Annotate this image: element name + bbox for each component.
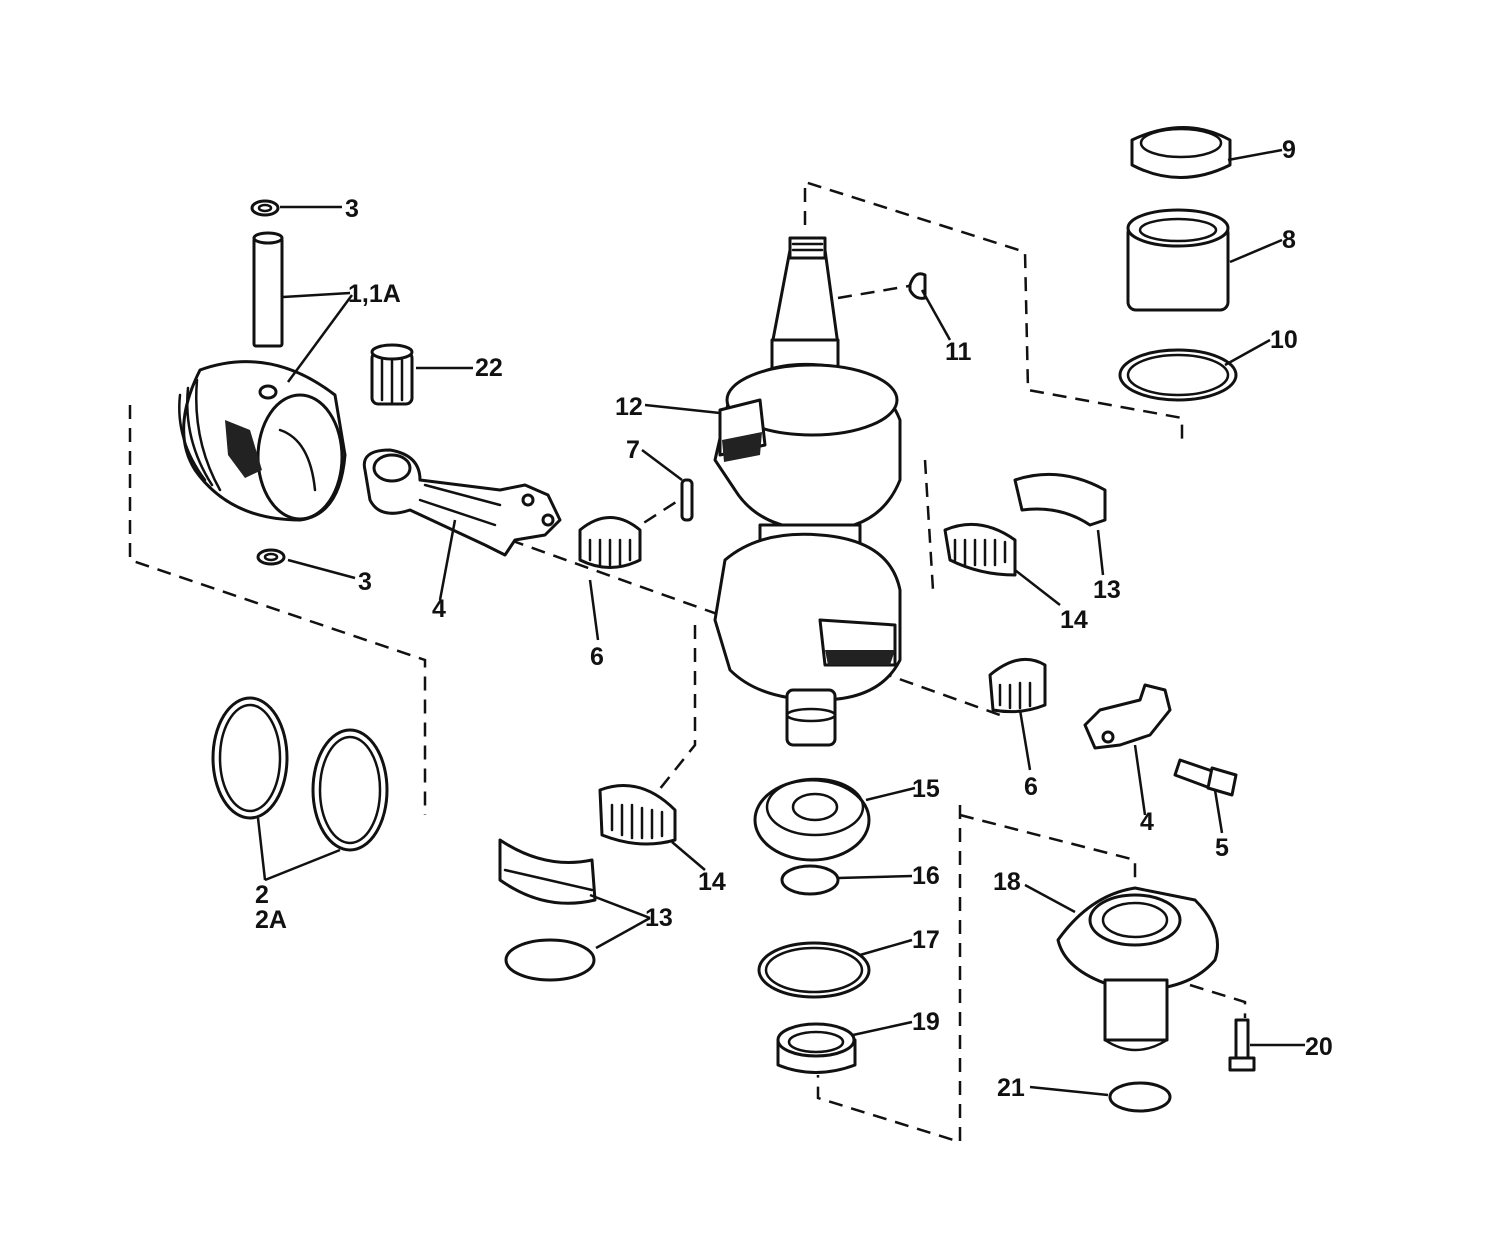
connecting-rod xyxy=(362,448,562,557)
crankshaft xyxy=(713,236,902,747)
seal xyxy=(776,1022,857,1074)
callout-7: 7 xyxy=(626,436,640,464)
callout-5: 5 xyxy=(1215,834,1229,862)
bearing-race-half-lower-left xyxy=(498,838,597,905)
callout-8: 8 xyxy=(1282,226,1296,254)
connecting-rod-cap xyxy=(1083,683,1172,750)
callout-12: 12 xyxy=(615,393,643,421)
ball-bearing xyxy=(753,777,871,862)
bearing-cage-right-top xyxy=(943,522,1017,577)
callout-3-bottom: 3 xyxy=(358,568,372,596)
bearing-race-half-right-top xyxy=(1013,472,1107,527)
callout-4-left: 4 xyxy=(432,595,446,623)
callout-labels: 3 1,1A 22 3 4 2 2A 9 8 10 11 12 7 6 13 1… xyxy=(255,136,1333,1102)
housing-screw xyxy=(1228,1018,1256,1072)
needle-bearing-small-end xyxy=(370,343,414,406)
callout-6-right: 6 xyxy=(1024,773,1038,801)
callout-22: 22 xyxy=(475,354,503,382)
callout-2: 2 xyxy=(255,881,269,909)
callout-20: 20 xyxy=(1305,1033,1333,1061)
o-ring-large xyxy=(757,941,871,999)
woodruff-key xyxy=(908,272,927,300)
callout-2a: 2A xyxy=(255,906,287,934)
piston-ring-2 xyxy=(311,728,389,852)
lower-bearing-housing xyxy=(1056,886,1219,1052)
roller-bearing-top xyxy=(1126,208,1230,312)
callout-14-right: 14 xyxy=(1060,606,1088,634)
callout-19: 19 xyxy=(912,1008,940,1036)
callout-17: 17 xyxy=(912,926,940,954)
callout-10: 10 xyxy=(1270,326,1298,354)
callout-9: 9 xyxy=(1282,136,1296,164)
callout-14-lower: 14 xyxy=(698,868,726,896)
callout-4-right: 4 xyxy=(1140,808,1154,836)
callout-6-left: 6 xyxy=(590,643,604,671)
callout-21: 21 xyxy=(997,1074,1025,1102)
locating-pin xyxy=(680,478,694,522)
callout-16: 16 xyxy=(912,862,940,890)
retaining-ring-lower-left xyxy=(504,938,596,982)
callout-13-right: 13 xyxy=(1093,576,1121,604)
leader-lines xyxy=(256,148,1305,1097)
snap-ring xyxy=(780,864,840,896)
piston-pin-retainer-top xyxy=(250,199,280,217)
bearing-cage-lower-left xyxy=(598,784,677,846)
piston-pin xyxy=(252,231,284,348)
housing-o-ring xyxy=(1108,1081,1172,1113)
bearing-cage-center-left xyxy=(578,516,642,569)
piston-ring-1 xyxy=(211,696,289,820)
assembly-dashed-lines xyxy=(128,180,1247,1144)
retaining-ring-top xyxy=(1118,348,1238,402)
piston xyxy=(178,360,347,522)
rod-cap-bolt xyxy=(1173,758,1238,797)
callout-13-lower: 13 xyxy=(645,904,673,932)
callout-11: 11 xyxy=(945,338,972,366)
callout-18: 18 xyxy=(993,868,1021,896)
callout-15: 15 xyxy=(912,775,940,803)
callout-1-1a: 1,1A xyxy=(348,280,401,308)
bearing-cage-right-lower xyxy=(988,657,1047,714)
bearing-sleeve-top xyxy=(1130,126,1232,179)
callout-3-top: 3 xyxy=(345,195,359,223)
piston-pin-retainer-bottom xyxy=(256,548,286,566)
